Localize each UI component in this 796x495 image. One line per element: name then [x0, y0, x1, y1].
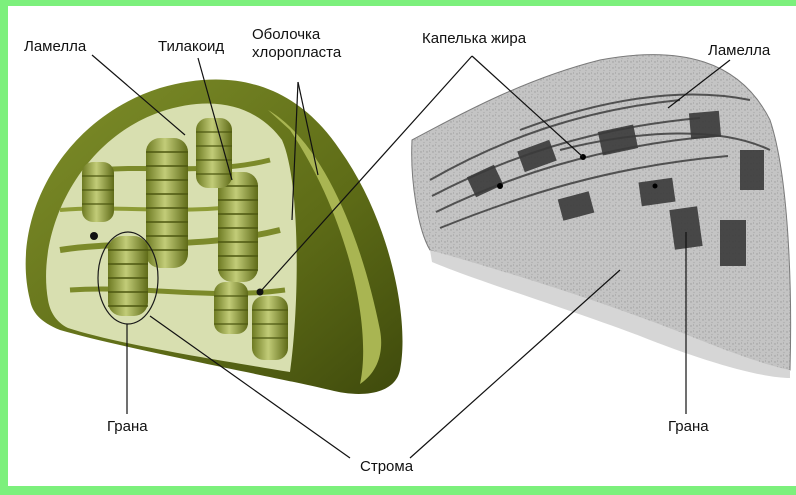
frame-top	[0, 0, 796, 6]
label-thylakoid: Тилакоид	[158, 38, 224, 56]
label-grana-right: Грана	[668, 418, 709, 436]
label-grana-left: Грана	[107, 418, 148, 436]
label-chloroplast-envelope: Оболочка хлоропласта	[252, 26, 362, 62]
micrograph-fat-droplet	[497, 183, 503, 189]
frame-bottom	[0, 486, 796, 495]
granum	[146, 138, 188, 268]
label-envelope-line2: хлоропласта	[252, 44, 362, 62]
granum	[218, 172, 258, 282]
granum	[196, 118, 232, 188]
micrograph-body	[412, 55, 791, 371]
leader-stroma-right	[410, 270, 620, 458]
granum	[252, 296, 288, 360]
frame-left	[0, 0, 8, 495]
granum	[108, 236, 148, 316]
granum	[214, 282, 248, 334]
granum	[82, 162, 114, 222]
label-lamella-right: Ламелла	[708, 42, 770, 60]
electron-micrograph	[412, 55, 791, 378]
label-stroma: Строма	[360, 458, 413, 476]
chloroplast-illustration	[26, 80, 403, 394]
fat-droplet	[90, 232, 98, 240]
label-fat-droplet: Капелька жира	[422, 30, 526, 48]
micrograph-fat-droplet	[653, 184, 658, 189]
label-lamella-left: Ламелла	[24, 38, 86, 56]
label-envelope-line1: Оболочка	[252, 26, 362, 44]
